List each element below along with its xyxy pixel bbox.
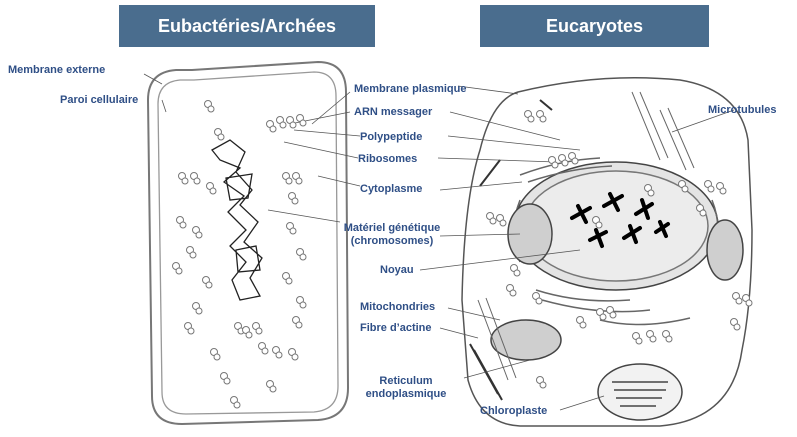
- label-cytoplasme: Cytoplasme: [360, 183, 422, 196]
- label-materiel-genetique-line1: Matériel génétique: [338, 222, 446, 235]
- label-reticulum-line1: Reticulum: [354, 375, 458, 388]
- label-microtubules: Microtubules: [708, 104, 776, 117]
- label-polypeptide: Polypeptide: [360, 131, 422, 144]
- label-membrane-externe: Membrane externe: [8, 64, 105, 77]
- label-materiel-genetique-line2: (chromosomes): [338, 235, 446, 248]
- label-paroi-cellulaire: Paroi cellulaire: [60, 94, 138, 107]
- prokaryote-cell: [148, 62, 348, 424]
- label-mitochondries: Mitochondries: [360, 301, 435, 314]
- label-reticulum-endoplasmique: Reticulum endoplasmique: [354, 375, 458, 401]
- label-fibre-actine: Fibre d’actine: [360, 322, 432, 335]
- label-chloroplaste: Chloroplaste: [480, 405, 547, 418]
- eukaryote-cell: [462, 78, 752, 426]
- chloroplast: [598, 364, 682, 420]
- label-materiel-genetique: Matériel génétique (chromosomes): [338, 222, 446, 248]
- label-ribosomes: Ribosomes: [358, 153, 417, 166]
- mitochondrion-right: [707, 220, 743, 280]
- cell-wall: [158, 72, 338, 414]
- label-membrane-plasmique: Membrane plasmique: [354, 83, 466, 96]
- label-reticulum-line2: endoplasmique: [354, 388, 458, 401]
- label-arn-messager: ARN messager: [354, 106, 432, 119]
- label-noyau: Noyau: [380, 264, 414, 277]
